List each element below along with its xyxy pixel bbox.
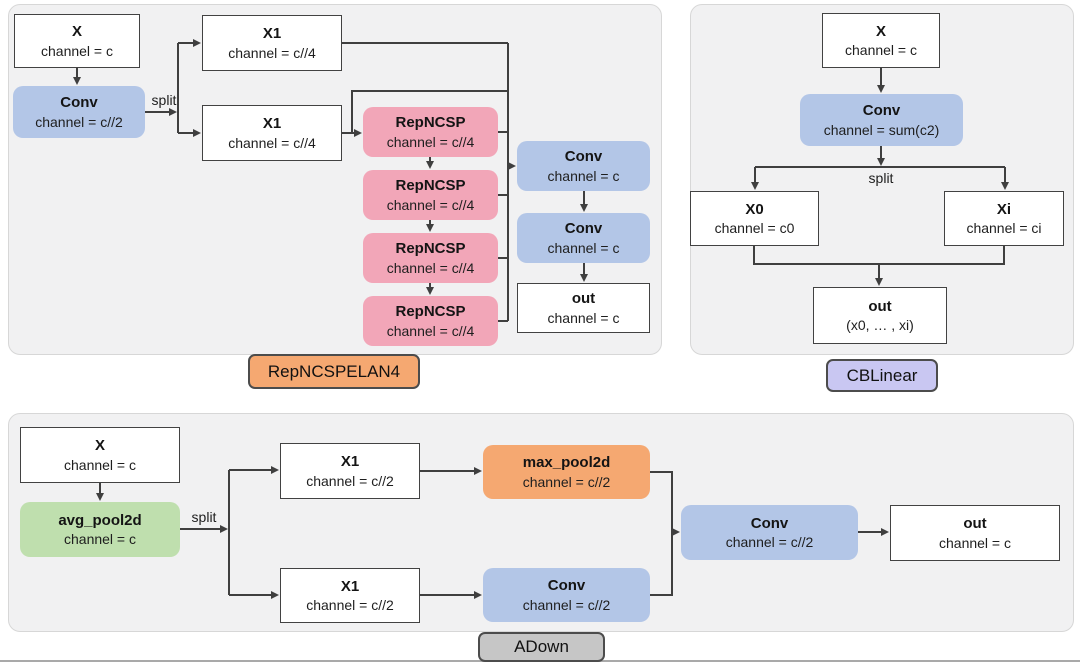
node-title: X bbox=[71, 23, 82, 41]
node-subtitle: channel = c//4 bbox=[386, 133, 475, 150]
node-repncsp-4: RepNCSP channel = c//4 bbox=[363, 296, 498, 346]
node-x-input: X channel = c bbox=[20, 427, 180, 483]
node-x-input: X channel = c bbox=[14, 14, 140, 68]
node-title: RepNCSP bbox=[395, 240, 466, 258]
node-subtitle: channel = c//2 bbox=[522, 596, 611, 613]
split-label: split bbox=[868, 170, 894, 186]
node-conv-out: Conv channel = c bbox=[517, 213, 650, 263]
node-title: RepNCSP bbox=[395, 114, 466, 132]
label-text: CBLinear bbox=[846, 365, 918, 385]
label-repncspelan4: RepNCSPELAN4 bbox=[248, 354, 420, 389]
node-subtitle: channel = c0 bbox=[714, 220, 795, 237]
node-title: X1 bbox=[340, 453, 360, 471]
split-label: split bbox=[151, 92, 177, 108]
node-x0: X0 channel = c0 bbox=[690, 191, 819, 246]
node-max-pool2d: max_pool2d channel = c//2 bbox=[483, 445, 650, 499]
connector-line bbox=[498, 131, 508, 322]
label-cblinear: CBLinear bbox=[826, 359, 938, 392]
node-x1-bottom: X1 channel = c//2 bbox=[280, 568, 420, 623]
node-title: X bbox=[94, 437, 105, 455]
label-adown: ADown bbox=[478, 632, 605, 662]
node-subtitle: channel = c//2 bbox=[306, 597, 394, 614]
node-title: X1 bbox=[262, 115, 282, 133]
node-conv-branch: Conv channel = c//2 bbox=[483, 568, 650, 622]
node-out: out (x0, … , xi) bbox=[813, 287, 947, 344]
node-title: Conv bbox=[547, 577, 586, 595]
node-title: X1 bbox=[340, 577, 360, 595]
node-title: Conv bbox=[750, 514, 789, 532]
node-subtitle: channel = c bbox=[939, 534, 1011, 551]
split-label: split bbox=[191, 509, 217, 525]
node-conv-mid: Conv channel = c bbox=[517, 141, 650, 191]
node-title: RepNCSP bbox=[395, 177, 466, 195]
node-title: max_pool2d bbox=[522, 454, 611, 472]
node-x1-bottom: X1 channel = c//4 bbox=[202, 105, 342, 161]
node-subtitle: channel = sum(c2) bbox=[823, 121, 940, 138]
node-conv: Conv channel = sum(c2) bbox=[800, 94, 963, 146]
node-title: X1 bbox=[262, 25, 282, 43]
node-title: out bbox=[963, 515, 987, 533]
connector-line bbox=[650, 471, 673, 596]
node-x1-top: X1 channel = c//4 bbox=[202, 15, 342, 71]
node-subtitle: channel = c//2 bbox=[522, 473, 611, 490]
label-text: ADown bbox=[514, 637, 569, 656]
node-subtitle: channel = c//2 bbox=[306, 472, 394, 489]
node-xi: Xi channel = ci bbox=[944, 191, 1064, 246]
node-subtitle: channel = c bbox=[64, 531, 136, 548]
node-subtitle: channel = c bbox=[547, 309, 620, 326]
node-title: out bbox=[868, 297, 892, 315]
node-subtitle: channel = c//4 bbox=[228, 134, 316, 151]
node-title: Conv bbox=[862, 102, 901, 120]
node-conv-in: Conv channel = c//2 bbox=[13, 86, 145, 138]
node-title: RepNCSP bbox=[395, 303, 466, 321]
node-subtitle: channel = c//2 bbox=[35, 113, 123, 130]
node-subtitle: channel = c//4 bbox=[386, 196, 475, 213]
node-out: out channel = c bbox=[517, 283, 650, 333]
node-repncsp-3: RepNCSP channel = c//4 bbox=[363, 233, 498, 283]
node-title: X0 bbox=[745, 200, 764, 218]
node-x-input: X channel = c bbox=[822, 13, 940, 68]
node-subtitle: channel = c//2 bbox=[725, 534, 814, 551]
node-title: avg_pool2d bbox=[58, 511, 142, 529]
node-title: Conv bbox=[564, 148, 603, 166]
node-title: Xi bbox=[996, 200, 1012, 218]
node-avg-pool2d: avg_pool2d channel = c bbox=[20, 502, 180, 557]
node-title: X bbox=[875, 22, 886, 40]
node-title: Conv bbox=[60, 94, 98, 112]
node-subtitle: channel = c bbox=[845, 42, 917, 59]
node-title: out bbox=[571, 290, 596, 308]
node-conv-merge: Conv channel = c//2 bbox=[681, 505, 858, 560]
node-repncsp-2: RepNCSP channel = c//4 bbox=[363, 170, 498, 220]
node-repncsp-1: RepNCSP channel = c//4 bbox=[363, 107, 498, 157]
node-title: Conv bbox=[564, 220, 603, 238]
node-subtitle: channel = c bbox=[547, 167, 620, 184]
node-subtitle: (x0, … , xi) bbox=[846, 317, 914, 334]
node-subtitle: channel = ci bbox=[966, 220, 1042, 237]
node-out: out channel = c bbox=[890, 505, 1060, 561]
node-subtitle: channel = c//4 bbox=[386, 259, 475, 276]
node-subtitle: channel = c bbox=[547, 239, 620, 256]
connector-line bbox=[351, 90, 508, 133]
node-subtitle: channel = c//4 bbox=[386, 322, 475, 339]
node-subtitle: channel = c//4 bbox=[228, 44, 316, 61]
connector-line bbox=[753, 246, 1005, 265]
label-text: RepNCSPELAN4 bbox=[267, 361, 401, 381]
node-x1-top: X1 channel = c//2 bbox=[280, 443, 420, 499]
node-subtitle: channel = c bbox=[64, 456, 136, 473]
node-subtitle: channel = c bbox=[41, 42, 113, 59]
